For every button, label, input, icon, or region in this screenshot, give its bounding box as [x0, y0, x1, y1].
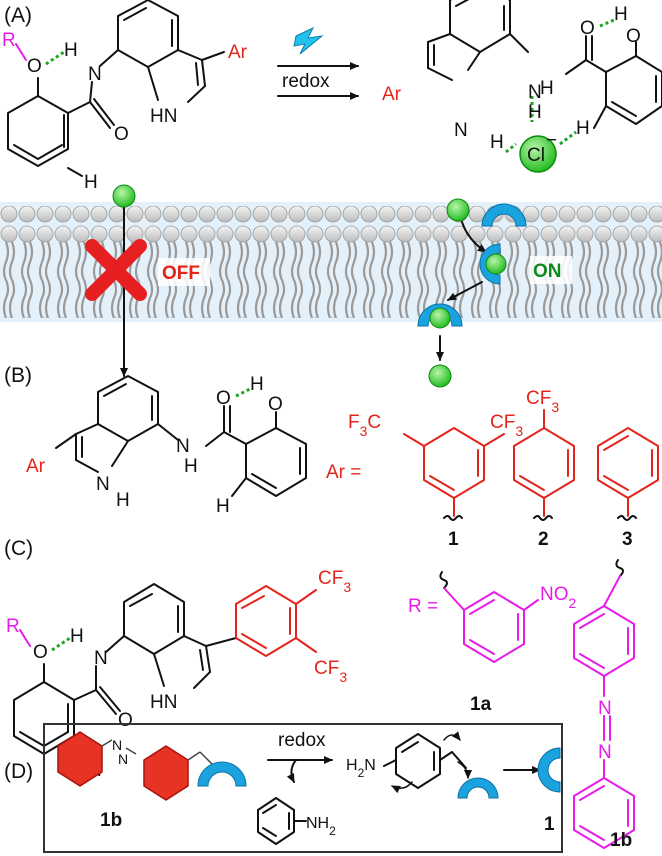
- free-carrier-icon: [537, 747, 561, 793]
- panel-label-d: (D): [4, 760, 33, 783]
- carrier-icon-1: [481, 203, 527, 227]
- redox-label-d: redox: [278, 730, 326, 751]
- cf3-1b: CF3: [490, 412, 523, 439]
- atom-H2-bpanel: H: [250, 374, 264, 395]
- byproduct-arrow: [286, 759, 297, 783]
- azo-n1: N: [598, 698, 612, 719]
- atom-O2-a: O: [114, 124, 129, 145]
- chloride-charge: −: [546, 130, 557, 151]
- atom-H3-bpanel: H: [216, 496, 230, 517]
- molecule-c: [13, 583, 237, 763]
- chloride-label: Cl: [527, 145, 545, 166]
- chloride-ion: [519, 135, 557, 173]
- azo-d-n1: N: [112, 737, 122, 753]
- atom-N-a: N: [88, 64, 102, 85]
- molecule-b: [55, 375, 307, 497]
- compound-label-1-d: 1: [544, 814, 555, 835]
- atom-Ar-bpanel: Ar: [26, 456, 46, 477]
- r-equals: R =: [408, 596, 438, 617]
- atom-N-c: N: [94, 648, 108, 669]
- no2-group: NO2: [540, 584, 577, 611]
- atom-H3-b: H: [528, 102, 542, 123]
- substituent-1b: [573, 559, 635, 849]
- atom-Ar-a: Ar: [228, 42, 248, 63]
- panel-d-box: [43, 723, 563, 853]
- lightning-icon: [293, 26, 324, 55]
- atom-NH-bpanel: N: [176, 436, 190, 457]
- cf3-c2: CF3: [314, 658, 347, 685]
- atom-O2-c: O: [118, 710, 133, 731]
- azo-d-n2: N: [118, 751, 128, 767]
- panel-label-b: (B): [4, 364, 32, 387]
- anion-ball-on-3: [429, 307, 451, 329]
- compound-label-1b-side: 1b: [610, 830, 632, 851]
- atom-H-a: H: [64, 40, 78, 61]
- on-label: ON: [533, 261, 562, 282]
- atom-Hn-bpanel: H: [184, 456, 198, 477]
- atom-HN-a: HN: [150, 106, 177, 127]
- on-arrow-1: [461, 221, 487, 253]
- anion-ball-released: [428, 364, 452, 388]
- substituent-2: [513, 409, 575, 521]
- atom-Hn-b: H: [540, 78, 554, 99]
- cf3-c1: CF3: [318, 568, 351, 595]
- atom-O-b: O: [580, 18, 595, 39]
- substituent-3: [597, 427, 659, 521]
- anion-ball-off: [112, 184, 136, 208]
- compound-label-2: 2: [538, 529, 549, 550]
- cf3-1a: F3C: [348, 412, 381, 439]
- nh2-byproduct: NH2: [306, 815, 336, 838]
- atom-H-bpanel: H: [116, 490, 130, 511]
- atom-N-b: N: [454, 120, 468, 141]
- aniline-byproduct: [257, 797, 307, 845]
- atom-H-c: H: [70, 626, 84, 647]
- atom-H-b: H: [490, 132, 504, 153]
- compound-label-1a: 1a: [470, 694, 492, 715]
- substituent-1a: [439, 571, 539, 663]
- on-label-bg: [530, 256, 572, 284]
- atom-O2-b: O: [626, 26, 641, 47]
- atom-NH-b: N: [528, 82, 542, 103]
- off-label: OFF: [162, 263, 200, 284]
- molecule-c-aryl: [235, 585, 317, 657]
- atom-O-bpanel: O: [216, 388, 231, 409]
- anion-ball-on-2: [485, 253, 507, 275]
- azo-n2: N: [598, 742, 612, 763]
- redox-label-a: redox: [282, 71, 330, 92]
- substituent-1: [403, 427, 505, 521]
- ar-equals: Ar =: [326, 462, 361, 483]
- panel-label-a: (A): [4, 4, 32, 27]
- atom-O-a: O: [27, 56, 42, 77]
- atom-R-a: R: [2, 30, 16, 51]
- atom-Ar-b: Ar: [382, 84, 402, 105]
- off-cross-icon: [85, 239, 147, 301]
- cf3-2: CF3: [526, 388, 559, 415]
- atom-H3-a: H: [84, 172, 98, 193]
- aminobenzyl-intermediate: [383, 731, 499, 799]
- molecule-a-right: [427, 0, 662, 154]
- off-label-bg: [158, 258, 210, 286]
- azo-carrier-1b: [57, 731, 247, 801]
- atom-O-c: O: [33, 642, 48, 663]
- atom-H4-b: H: [576, 118, 590, 139]
- atom-R-c: R: [6, 616, 20, 637]
- atom-O2-bpanel: O: [268, 394, 283, 415]
- compound-label-3: 3: [622, 529, 633, 550]
- anion-ball-on-1: [446, 198, 470, 222]
- molecule-a-left: [7, 0, 225, 177]
- atom-H2-b: H: [614, 4, 628, 25]
- compound-label-1b: 1b: [100, 810, 122, 831]
- panel-label-c: (C): [4, 537, 33, 560]
- h2n-intermediate: H2N: [346, 757, 376, 780]
- atom-N-bpanel: N: [96, 474, 110, 495]
- compound-label-1: 1: [448, 529, 459, 550]
- on-arrow-2: [447, 281, 483, 301]
- atom-HN-c: HN: [150, 692, 177, 713]
